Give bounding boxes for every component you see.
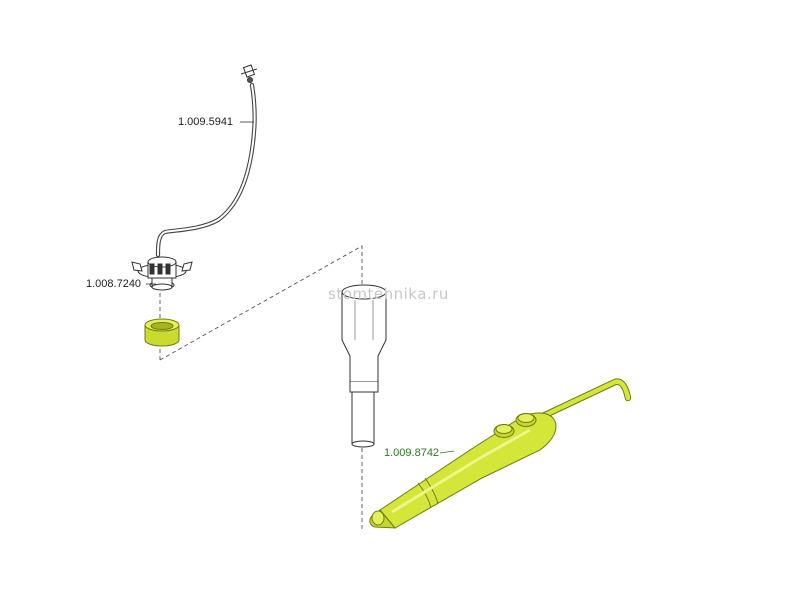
sleeve-part <box>341 284 387 448</box>
ring-part <box>144 318 180 347</box>
part-number-tube[interactable]: 1.009.5941 <box>178 116 234 128</box>
watermark: stomtehnika.ru <box>328 285 449 303</box>
leader-line-handpiece <box>439 450 455 454</box>
tube-connector <box>240 64 258 83</box>
tube-part <box>155 64 258 258</box>
part-number-handpiece[interactable]: 1.009.8742 <box>384 447 440 459</box>
tube-body <box>155 82 257 258</box>
part-number-connector[interactable]: 1.008.7240 <box>86 278 142 290</box>
connector-part <box>131 256 193 291</box>
handpiece-part <box>369 378 632 529</box>
leader-lines <box>146 121 455 454</box>
